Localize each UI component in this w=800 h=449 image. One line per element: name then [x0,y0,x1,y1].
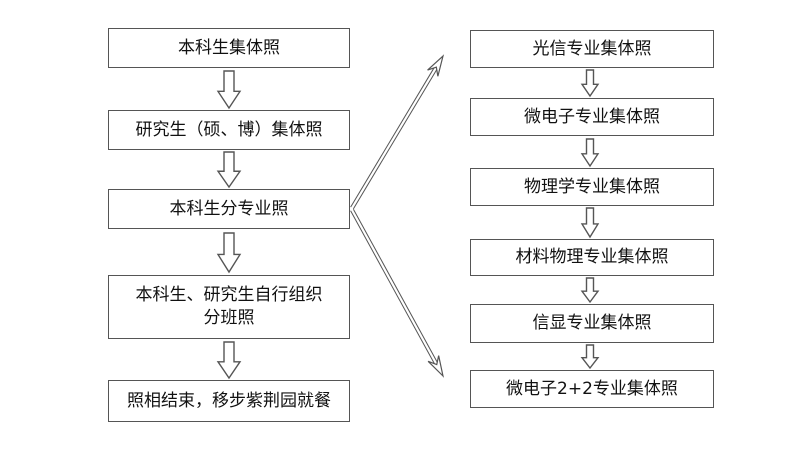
down-arrow-right-2 [580,138,600,168]
down-arrow-right-5 [580,344,600,370]
right-step-4: 材料物理专业集体照 [470,239,714,276]
right-step-2: 微电子专业集体照 [470,98,714,136]
branch-arrow-up-line-b [350,66,435,208]
right-step-6-label: 微电子2+2专业集体照 [506,378,678,399]
right-step-3-label: 物理学专业集体照 [524,176,660,197]
branch-arrow-up-head [427,54,445,77]
down-arrow-right-4 [580,277,600,304]
branch-arrow-down-line-a [350,210,436,365]
down-arrow-left-4 [216,341,242,380]
left-step-1: 本科生集体照 [108,28,350,68]
branch-arrow-up-line-a [352,68,438,210]
left-step-5: 照相结束，移步紫荆园就餐 [108,380,350,422]
right-step-1: 光信专业集体照 [470,30,714,68]
right-step-5: 信显专业集体照 [470,304,714,343]
left-step-3: 本科生分专业照 [108,189,350,229]
left-step-4-label: 本科生、研究生自行组织分班照 [135,285,323,328]
right-step-2-label: 微电子专业集体照 [524,106,660,127]
down-arrow-right-1 [580,69,600,98]
branch-arrow-down-line-b [352,208,439,364]
down-arrow-left-3 [216,232,242,274]
left-step-2-label: 研究生（硕、博）集体照 [135,119,323,140]
right-step-3: 物理学专业集体照 [470,168,714,206]
left-step-1-label: 本科生集体照 [178,37,280,58]
left-step-4: 本科生、研究生自行组织分班照 [108,275,350,339]
right-step-4-label: 材料物理专业集体照 [515,247,669,268]
branch-arrow-down-head [427,355,445,378]
down-arrow-left-2 [216,151,242,189]
down-arrow-right-3 [580,207,600,239]
right-step-1-label: 光信专业集体照 [532,38,652,59]
down-arrow-left-1 [216,70,242,110]
left-step-5-label: 照相结束，移步紫荆园就餐 [127,390,331,411]
right-step-5-label: 信显专业集体照 [532,313,652,334]
left-step-3-label: 本科生分专业照 [169,198,289,219]
left-step-2: 研究生（硕、博）集体照 [108,110,350,150]
right-step-6: 微电子2+2专业集体照 [470,370,714,408]
